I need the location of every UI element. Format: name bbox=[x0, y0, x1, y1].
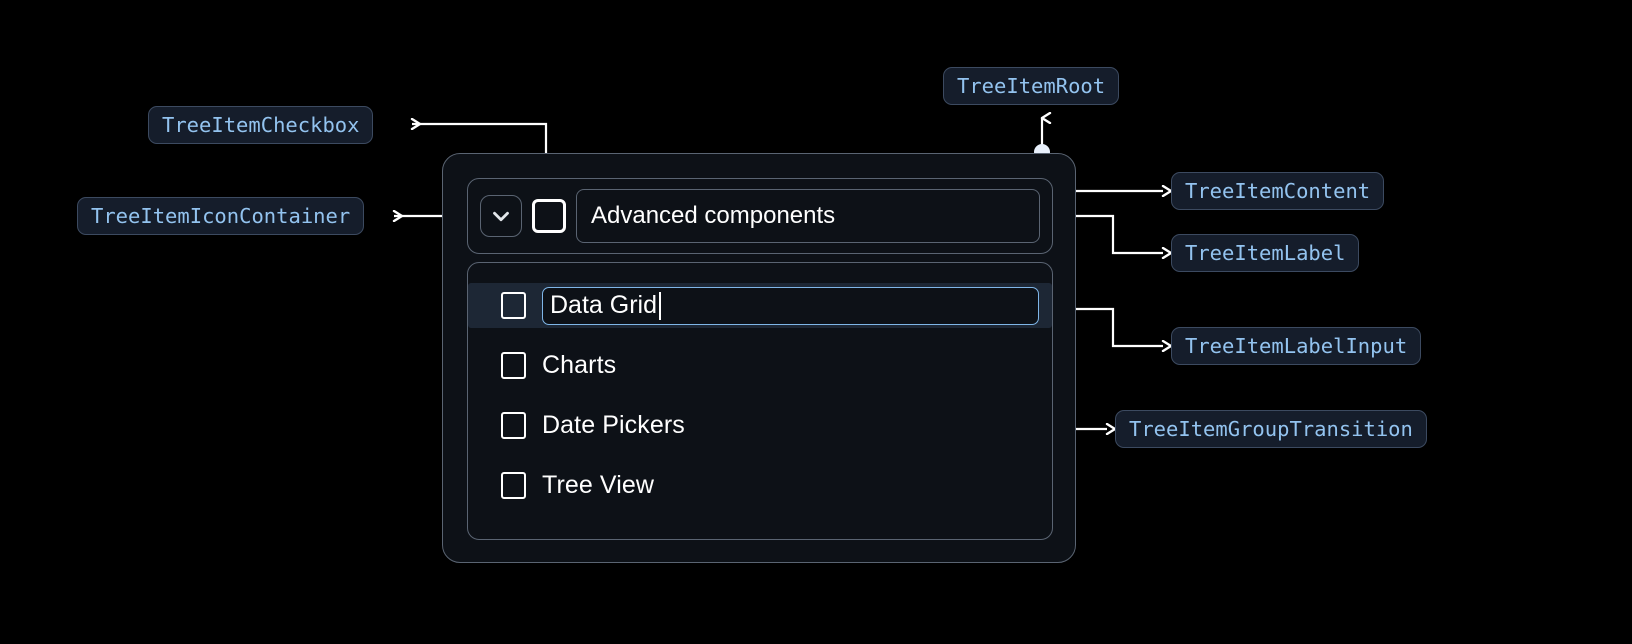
tree-item-label-input[interactable]: Data Grid bbox=[542, 286, 1039, 325]
tree-item-row-tree-view[interactable]: Tree View bbox=[468, 463, 1052, 508]
tree-item-label: Date Pickers bbox=[542, 411, 685, 439]
annotation-tree-item-content: TreeItemContent bbox=[1171, 172, 1385, 210]
tree-item-root[interactable]: Advanced components Data Grid Charts Dat… bbox=[442, 153, 1076, 563]
tree-item-checkbox[interactable] bbox=[501, 472, 526, 499]
chevron-down-icon bbox=[488, 203, 514, 229]
annotation-tree-item-root: TreeItemRoot bbox=[943, 67, 1120, 105]
annotation-tree-item-label-input: TreeItemLabelInput bbox=[1171, 327, 1422, 365]
annotation-tree-item-label: TreeItemLabel bbox=[1171, 234, 1360, 272]
text-caret bbox=[658, 291, 661, 320]
tree-item-checkbox[interactable] bbox=[501, 292, 526, 319]
tree-item-label[interactable]: Advanced components bbox=[576, 189, 1040, 243]
tree-item-group-transition: Data Grid Charts Date Pickers Tree View bbox=[467, 262, 1053, 540]
tree-item-checkbox[interactable] bbox=[501, 352, 526, 379]
tree-item-content[interactable]: Advanced components bbox=[467, 178, 1053, 254]
tree-item-checkbox[interactable] bbox=[532, 199, 566, 233]
annotation-tree-item-icon-container: TreeItemIconContainer bbox=[77, 197, 365, 235]
tree-item-label: Charts bbox=[542, 351, 617, 379]
annotation-tree-item-group-transition: TreeItemGroupTransition bbox=[1115, 410, 1427, 448]
tree-item-row-date-pickers[interactable]: Date Pickers bbox=[468, 403, 1052, 448]
tree-item-icon-container[interactable] bbox=[480, 195, 522, 237]
tree-item-label-input-value: Data Grid bbox=[550, 291, 657, 319]
tree-item-row-data-grid[interactable]: Data Grid bbox=[468, 283, 1052, 328]
tree-item-row-charts[interactable]: Charts bbox=[468, 343, 1052, 388]
annotation-tree-item-checkbox: TreeItemCheckbox bbox=[148, 106, 374, 144]
tree-item-checkbox[interactable] bbox=[501, 412, 526, 439]
tree-item-label: Tree View bbox=[542, 471, 655, 499]
